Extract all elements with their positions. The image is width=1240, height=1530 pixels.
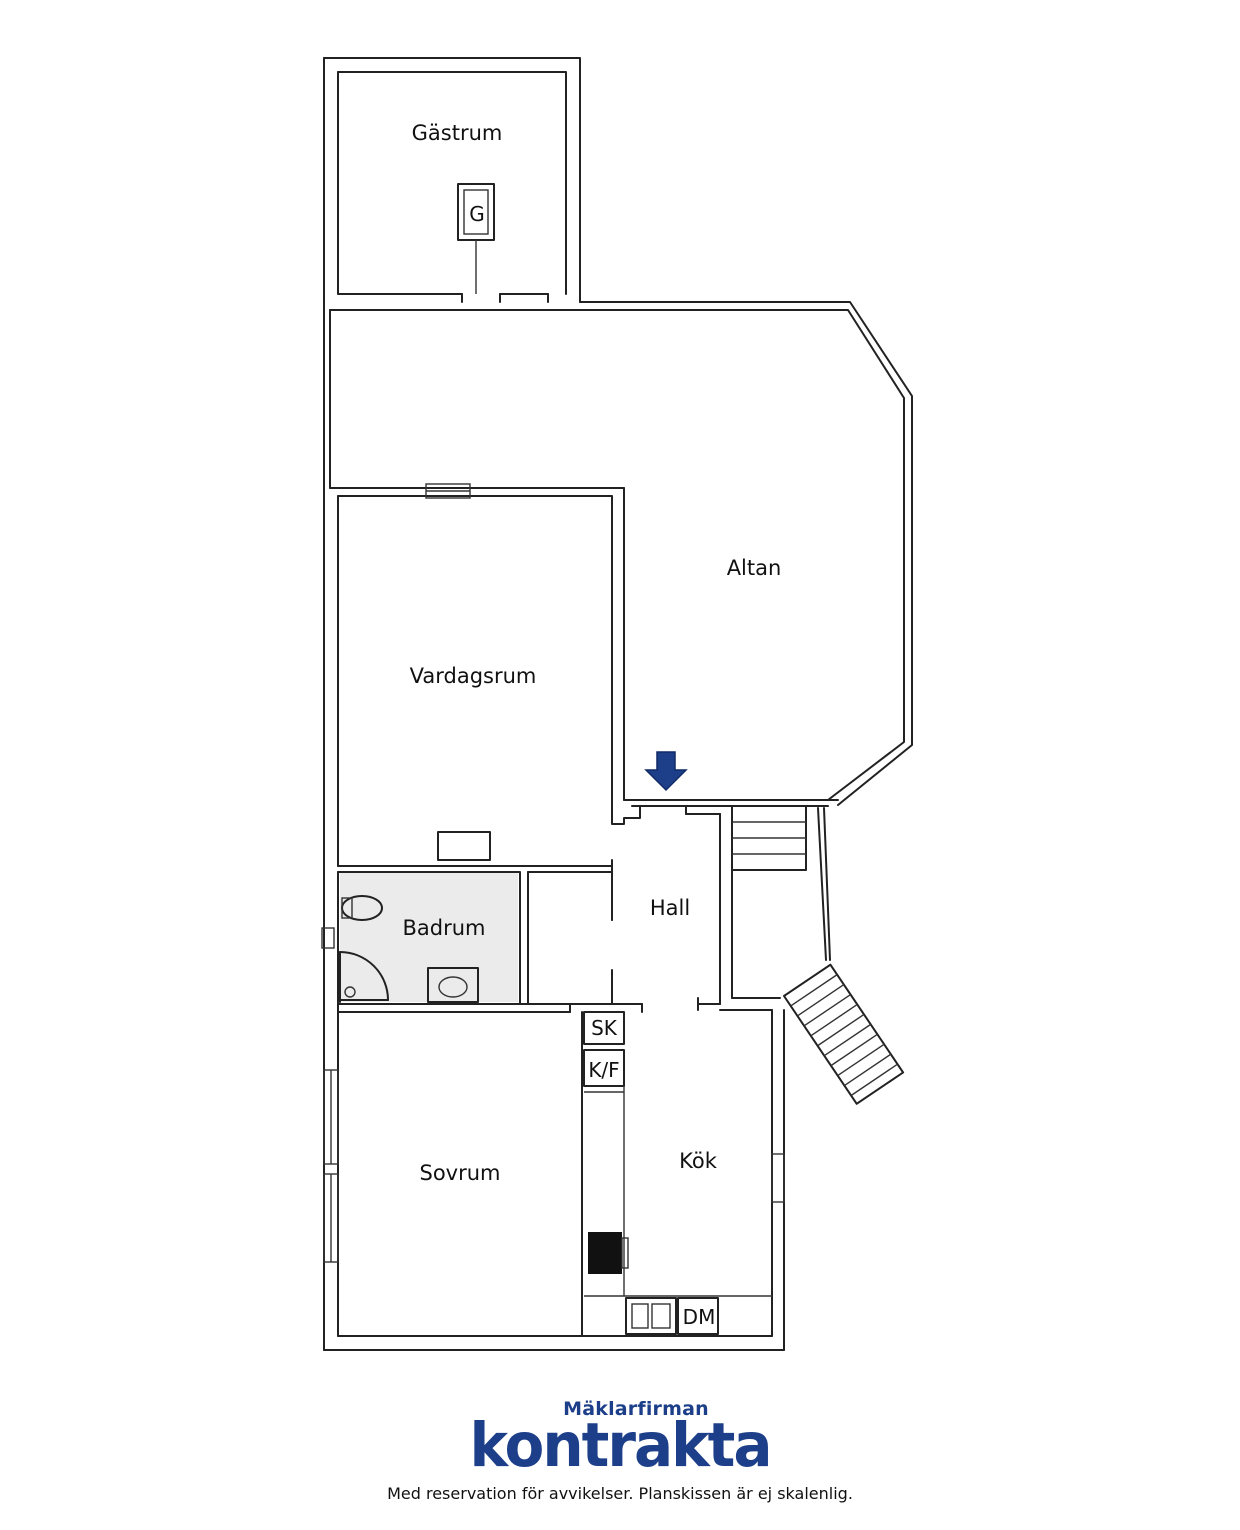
room-label-kok: Kök <box>679 1149 718 1173</box>
disclaimer-text: Med reservation för avvikelser. Planskis… <box>387 1484 853 1503</box>
logo-top-text: Mäklarfirman <box>563 1398 709 1420</box>
chimney-label: G <box>469 202 485 226</box>
wardrobe-label-sk: SK <box>591 1016 618 1040</box>
hall-walls <box>569 805 831 1013</box>
room-label-altan: Altan <box>727 556 782 580</box>
room-label-badrum: Badrum <box>402 916 485 940</box>
guest-room-walls <box>323 57 581 303</box>
bedroom-walls <box>323 1011 785 1351</box>
room-label-hall: Hall <box>650 896 690 920</box>
bathroom <box>321 871 613 1013</box>
dishwasher-label: DM <box>683 1305 716 1329</box>
entrance-arrow-icon <box>644 751 688 792</box>
room-label-sovrum: Sovrum <box>419 1161 500 1185</box>
brand-logo: Mäklarfirman kontrakta <box>0 1398 1240 1481</box>
logo-main-text: kontrakta <box>469 1409 772 1481</box>
kitchen-walls <box>581 1009 785 1351</box>
entrance-steps <box>731 805 807 871</box>
living-room-walls <box>329 483 641 921</box>
fridge-freezer-label: K/F <box>588 1058 619 1082</box>
room-label-gastrum: Gästrum <box>412 121 503 145</box>
room-label-vardagsrum: Vardagsrum <box>410 664 537 688</box>
floor-plan: Gästrum G Altan Vardagsrum Hall Badrum S… <box>321 57 913 1351</box>
diagonal-stairs <box>783 963 905 1105</box>
